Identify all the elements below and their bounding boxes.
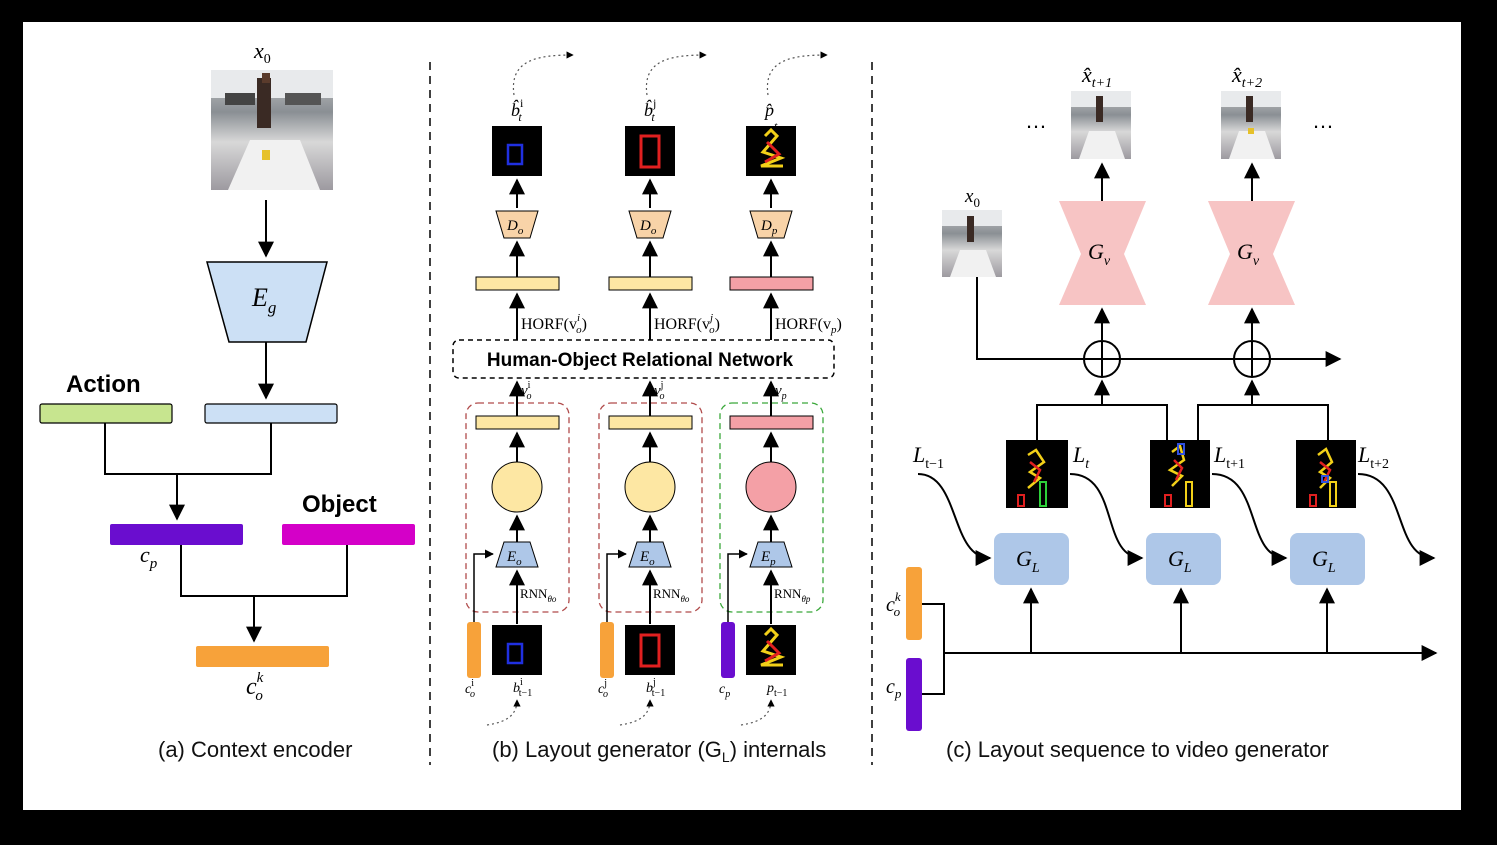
b-encoder-2 [628, 541, 672, 568]
c-cok-bar [906, 567, 922, 640]
b-encoder-3 [749, 541, 793, 568]
panel-c-video-generator: x0 x̂t+1 x̂t+2 … … Gv Gv [886, 62, 1438, 762]
gv-label-1: Gv [1088, 239, 1111, 269]
b-decoder-1 [495, 210, 539, 239]
b-input-image-2 [625, 625, 675, 675]
input-frame-image [211, 70, 333, 190]
b-rnn-cell-1 [491, 461, 543, 513]
action-label: Action [66, 371, 141, 398]
object-bar [282, 524, 415, 545]
b-decoder-2 [628, 210, 672, 239]
b-condition-bar-1 [467, 622, 481, 678]
b-decoder-label-2: Do [639, 218, 657, 237]
layout-label-t: Lt [1072, 442, 1090, 472]
b-state-feature-3 [729, 415, 814, 430]
cp-label: cp [140, 542, 158, 572]
panel-a-caption: (a) Context encoder [158, 737, 352, 762]
concat-node-1 [1083, 340, 1121, 378]
b-input-image-1 [492, 625, 542, 675]
b-state-feature-1 [475, 415, 560, 430]
layout-label-t1: Lt+1 [1213, 442, 1245, 472]
out2-image [1221, 91, 1281, 159]
global-feature-bar [204, 403, 338, 424]
b-output-image-2 [625, 126, 675, 176]
b-condition-bar-2 [600, 622, 614, 678]
ellipsis-left: … [1025, 108, 1047, 133]
gl-block-2 [1146, 533, 1221, 585]
b-rnn-label-1: RNNθo [520, 586, 557, 604]
layout-label-t2: Lt+2 [1357, 442, 1389, 472]
c-x0-image [942, 210, 1002, 277]
relational-network-label: Human-Object Relational Network [487, 350, 794, 371]
gv-generator-1 [1059, 201, 1146, 305]
relational-network [452, 339, 835, 379]
b-state-feature-2 [608, 415, 693, 430]
b-input-prev-label-3: pt−1 [766, 681, 787, 699]
cok-bar [196, 646, 329, 667]
b-encoder-label-1: Eo [506, 549, 522, 568]
b-rnn-label-3: RNNθp [774, 586, 811, 604]
b-encoder-label-3: Ep [760, 549, 776, 568]
b-rnn-cell-2 [624, 461, 676, 513]
gv-generator-2 [1208, 201, 1295, 305]
b-condition-bar-3 [721, 622, 735, 678]
b-horf-feature-2 [608, 276, 693, 291]
encoder-label: Eg [251, 283, 276, 317]
layout-image-t2 [1296, 440, 1356, 508]
action-bar [39, 403, 173, 424]
panel-c-caption: (c) Layout sequence to video generator [946, 737, 1329, 762]
gl-label-2: GL [1168, 546, 1192, 576]
global-encoder [206, 261, 328, 343]
b-decoder-label-3: Dp [760, 218, 778, 237]
b-decoder-label-1: Do [506, 218, 524, 237]
layout-label-tm1: Lt−1 [912, 442, 944, 472]
concat-node-2 [1233, 340, 1271, 378]
b-input-c-label-3: cp [719, 682, 730, 700]
b-decoder-3 [749, 210, 793, 239]
input-frame-label: x0 [253, 38, 271, 67]
b-encoder-1 [495, 541, 539, 568]
layout-image-t1 [1150, 440, 1210, 508]
b-rnn-label-2: RNNθo [653, 586, 690, 604]
out1-image [1071, 91, 1131, 159]
c-cp-label: cp [886, 676, 902, 701]
object-label: Object [302, 491, 377, 518]
gv-label-2: Gv [1237, 239, 1260, 269]
gl-block-1 [994, 533, 1069, 585]
out1-label: x̂t+1 [1081, 62, 1112, 91]
gl-block-3 [1290, 533, 1365, 585]
layout-image-t [1006, 440, 1068, 508]
b-horf-feature-1 [475, 276, 560, 291]
c-cp-bar [906, 658, 922, 731]
b-horf-feature-3 [729, 276, 814, 291]
ellipsis-right: … [1312, 108, 1334, 133]
b-input-image-3 [746, 625, 796, 675]
gl-label-1: GL [1016, 546, 1040, 576]
b-horf-label-3: HORF(vp) [775, 316, 842, 336]
gl-label-3: GL [1312, 546, 1336, 576]
cp-bar [110, 524, 243, 545]
b-output-image-1 [492, 126, 542, 176]
b-rnn-cell-3 [745, 461, 797, 513]
c-x0-label: x0 [964, 186, 980, 210]
panel-b-caption: (b) Layout generator (GL) internals [492, 737, 826, 765]
b-encoder-label-2: Eo [639, 549, 655, 568]
b-output-image-3 [746, 126, 796, 176]
out2-label: x̂t+2 [1231, 62, 1262, 91]
